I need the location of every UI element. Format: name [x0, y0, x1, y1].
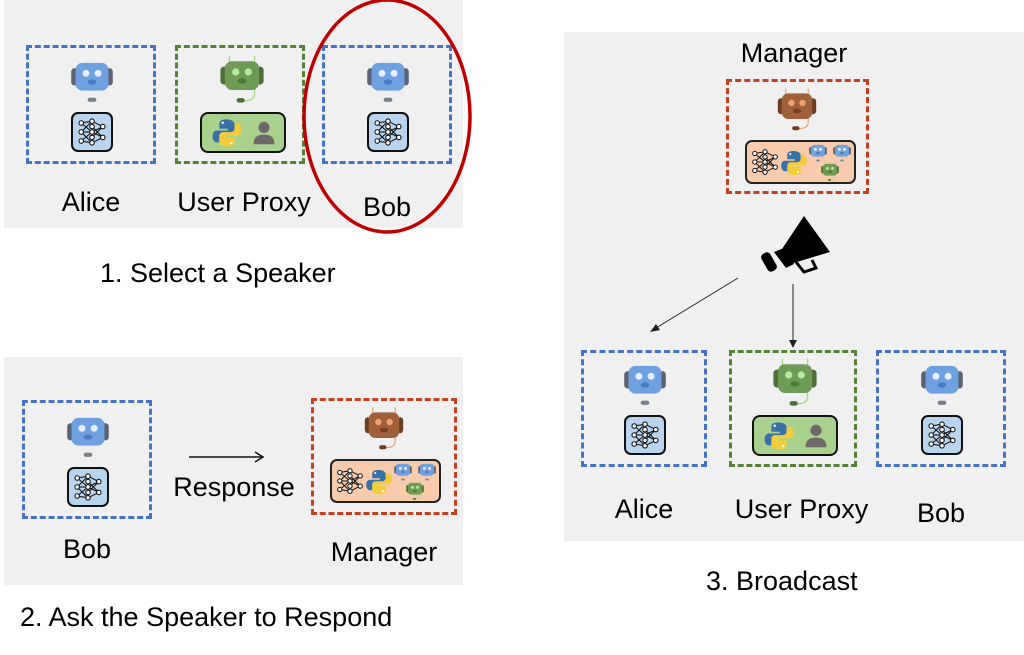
user-proxy-robot-icon — [404, 480, 426, 502]
agent-label: Alice — [61, 187, 121, 217]
user-proxy-robot-icon — [768, 357, 822, 411]
python-icon — [210, 116, 244, 150]
agent-label: Alice — [614, 494, 674, 524]
panel-select-speaker: Alice User Proxy Bob — [4, 0, 463, 228]
assistant-robot-icon — [619, 359, 671, 411]
neural-network-icon — [624, 415, 666, 455]
neural-network-icon — [367, 112, 409, 152]
user-proxy-robot-icon — [819, 161, 841, 183]
megaphone-icon — [761, 216, 830, 274]
agent-box-user-proxy — [175, 45, 305, 164]
agent-box-alice — [26, 45, 156, 164]
python-icon — [779, 148, 809, 178]
human-person-icon — [800, 420, 832, 452]
python-icon — [762, 419, 796, 453]
manager-box — [311, 398, 457, 515]
panel-ask-speaker: Bob Response Manager — [4, 357, 463, 585]
agent-label: Manager — [330, 537, 438, 567]
arrow-label: Response — [173, 472, 295, 502]
agent-label: Bob — [62, 534, 112, 564]
manager-robot-icon — [360, 405, 408, 455]
agent-box-bob — [322, 45, 452, 164]
assistant-robot-icon — [62, 411, 114, 463]
neural-network-icon — [921, 415, 963, 455]
agent-box-alice — [581, 350, 707, 467]
user-proxy-robot-icon — [215, 54, 269, 108]
neural-network-icon — [67, 467, 109, 507]
manager-box — [726, 79, 869, 194]
agent-box-bob — [22, 400, 152, 519]
agent-label: Bob — [362, 192, 412, 222]
caption-step-3: 3. Broadcast — [706, 566, 858, 596]
agent-label: User Proxy — [177, 187, 311, 217]
neural-network-icon — [748, 144, 782, 180]
assistant-robot-icon — [916, 359, 968, 411]
caption-step-2: 2. Ask the Speaker to Respond — [20, 602, 393, 632]
response-arrow — [189, 451, 265, 463]
selection-ring — [302, 0, 472, 234]
python-icon — [364, 467, 394, 497]
manager-robot-icon — [773, 86, 821, 136]
neural-network-icon — [71, 112, 113, 152]
assistant-robot-icon — [66, 56, 118, 108]
tools-tray — [752, 415, 838, 456]
tools-tray — [200, 112, 286, 153]
manager-label: Manager — [740, 38, 848, 68]
agent-box-user-proxy — [729, 350, 857, 467]
human-person-icon — [248, 117, 280, 149]
broadcast-arrows — [650, 277, 797, 348]
agent-label: User Proxy — [734, 494, 869, 524]
manager-tools-tray — [745, 140, 856, 184]
caption-step-1: 1. Select a Speaker — [100, 258, 336, 288]
agent-label: Bob — [916, 498, 966, 528]
neural-network-icon — [333, 463, 367, 499]
panel-broadcast: Manager Alice — [564, 32, 1024, 541]
agent-box-bob — [876, 350, 1006, 467]
manager-tools-tray — [330, 459, 441, 503]
